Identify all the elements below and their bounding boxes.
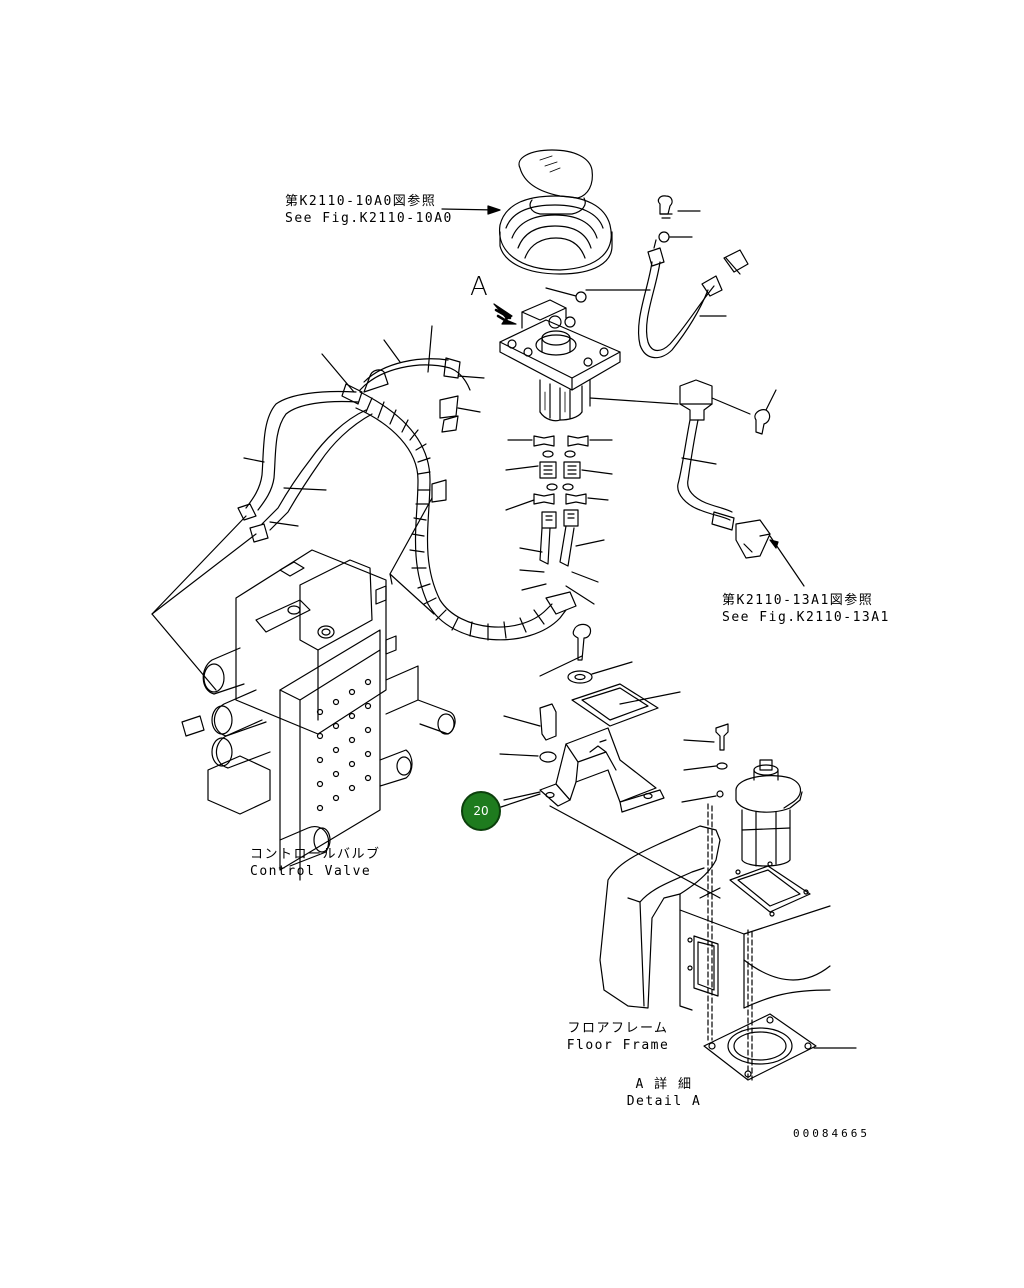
fitting-stack <box>505 435 613 605</box>
leader-line <box>151 533 257 615</box>
pilot-valve <box>499 299 621 422</box>
upper-right-hose <box>545 195 749 359</box>
detail-a-assembly <box>681 723 803 1081</box>
leader-line <box>589 397 679 405</box>
detail-a-label-jp: A 詳 細 <box>635 1077 693 1092</box>
fig-k2110-10a0-label-en: See Fig.K2110-10A0 <box>285 211 453 226</box>
floor-frame-label-jp: フロアフレーム <box>567 1021 669 1036</box>
right-mid-hose <box>677 379 805 587</box>
detail-a-label-en: Detail A <box>626 1094 702 1109</box>
floor-frame-label-en: Floor Frame <box>566 1038 670 1053</box>
arrow-head <box>487 205 501 215</box>
joystick-boot <box>499 149 613 275</box>
fig-k2110-13a1-label[interactable]: 第K2110-13A1図参照 See Fig.K2110-13A1 <box>722 592 890 626</box>
control-valve-block <box>181 549 456 881</box>
view-a-marker: A <box>470 272 488 302</box>
callout-20-button[interactable]: 20 <box>461 791 501 831</box>
drawing-number: 00084665 <box>793 1127 870 1140</box>
control-valve-label-en: Control Valve <box>250 864 372 879</box>
floor-frame <box>599 825 831 1011</box>
mounting-gasket <box>703 1013 857 1081</box>
fig-k2110-10a0-label[interactable]: 第K2110-10A0図参照 See Fig.K2110-10A0 <box>285 193 453 227</box>
floor-frame-label: フロアフレーム Floor Frame <box>566 1020 670 1054</box>
callout-20-leader <box>500 793 541 808</box>
fig-k2110-13a1-label-en: See Fig.K2110-13A1 <box>722 610 890 625</box>
control-valve-label: コントロールバルブ Control Valve <box>250 846 381 880</box>
leader-line <box>389 573 393 585</box>
fig-k2110-10a0-label-jp: 第K2110-10A0図参照 <box>285 194 437 209</box>
detail-a-label: A 詳 細 Detail A <box>624 1076 704 1110</box>
mount-hardware <box>499 623 721 899</box>
control-valve-label-jp: コントロールバルブ <box>250 847 381 862</box>
leader-line <box>441 208 497 211</box>
wrapped-hose-bundle <box>355 369 577 641</box>
left-hoses <box>237 325 485 543</box>
leader-line <box>389 497 435 615</box>
fig-k2110-13a1-label-jp: 第K2110-13A1図参照 <box>722 593 874 608</box>
